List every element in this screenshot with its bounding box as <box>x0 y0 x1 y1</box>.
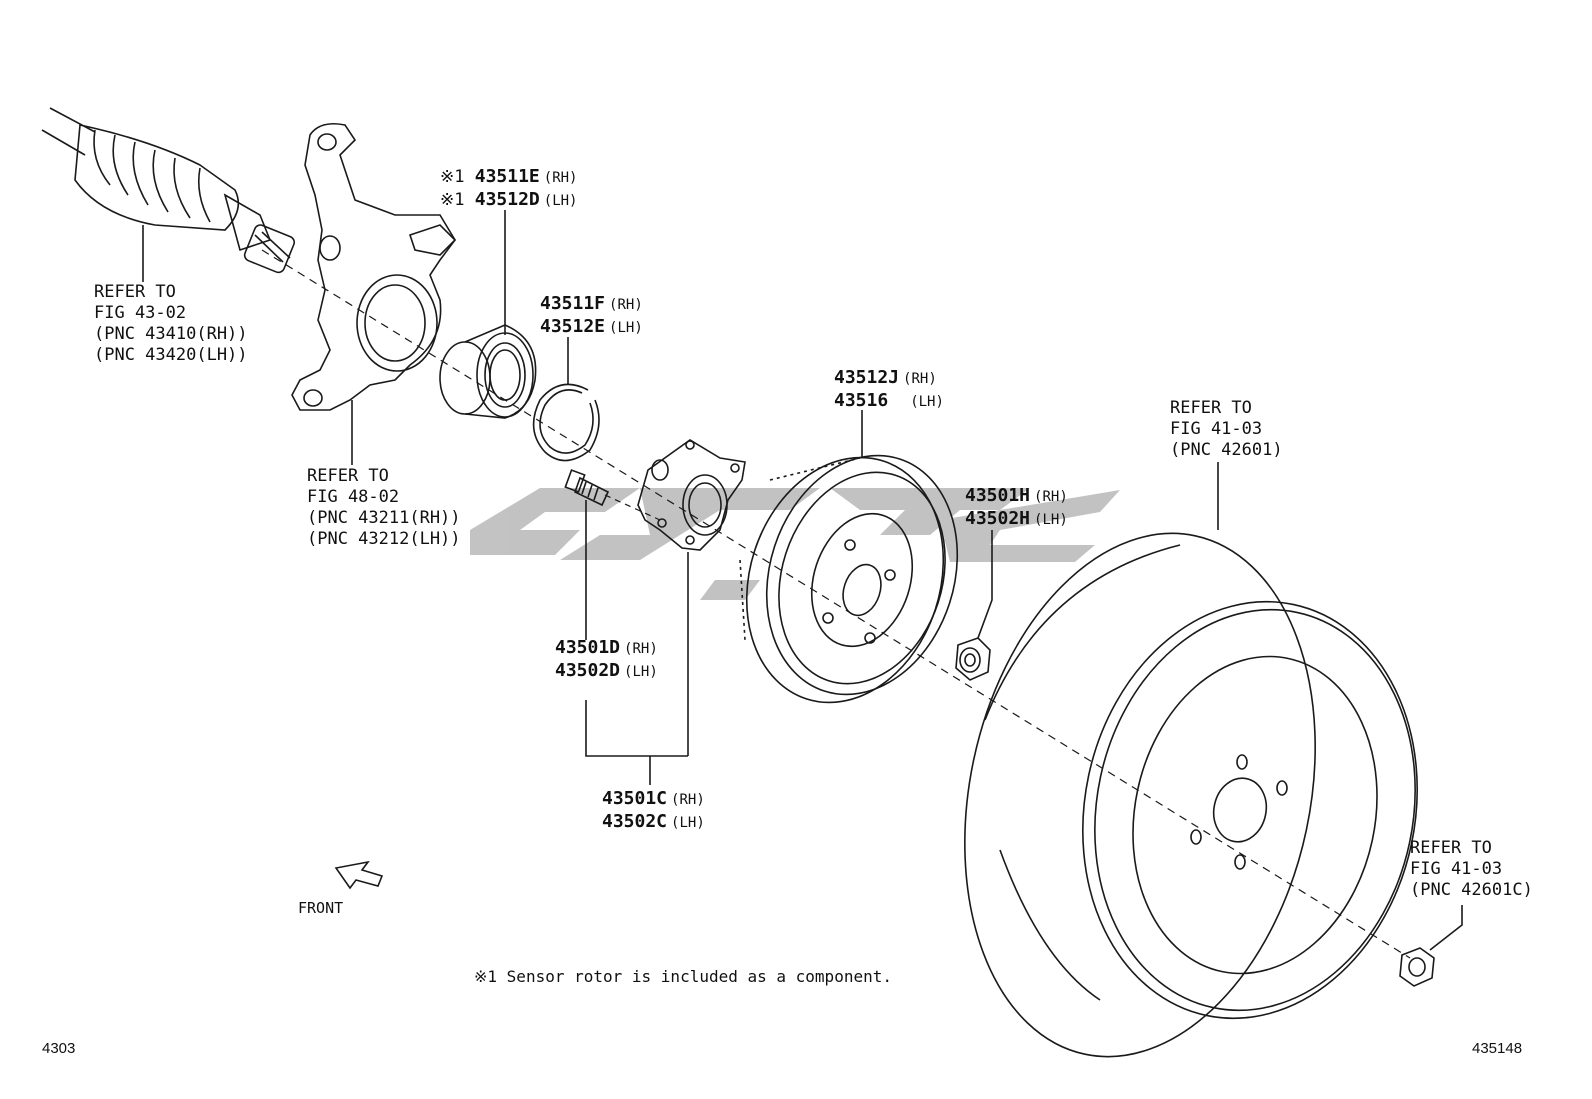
label-bearing: ※1 43511E(RH) ※1 43512D(LH) <box>440 166 577 212</box>
brake-disc <box>739 454 959 704</box>
wheel-ref-line2: FIG 41-03 <box>1170 419 1263 439</box>
shaft-ref-line3: (PNC 43410(RH)) <box>94 324 248 344</box>
front-label: FRONT <box>298 899 344 917</box>
front-arrow-icon <box>334 860 384 890</box>
wheelnut-ref-line3: (PNC 42601C) <box>1410 880 1533 900</box>
leader-wheelnut <box>1429 905 1463 951</box>
hub-bolt <box>564 469 610 507</box>
snapring-rh-side: (RH) <box>609 297 643 313</box>
bolt-rh-pn: 43501D <box>555 637 621 658</box>
disc-lh-side: (LH) <box>910 394 944 410</box>
label-hub: 43501C(RH) 43502C(LH) <box>602 788 705 834</box>
bearing-mark: ※1 <box>440 167 465 187</box>
bearing-lh-pn: 43512D <box>474 189 540 210</box>
disc-rh-pn: 43512J <box>834 367 900 388</box>
bolt-rh-side: (RH) <box>624 641 658 657</box>
shaft-ref-line4: (PNC 43420(LH)) <box>94 345 248 365</box>
drive-shaft <box>41 107 296 274</box>
disc-rh-side: (RH) <box>903 371 937 387</box>
label-shaft-ref: REFER TO FIG 43-02 (PNC 43410(RH)) (PNC … <box>94 282 248 366</box>
label-wheel-ref: REFER TO FIG 41-03 (PNC 42601) <box>1170 398 1283 461</box>
label-disc: 43512J(RH) 43516 (LH) <box>834 367 944 413</box>
knuckle-ref-line2: FIG 48-02 <box>307 487 400 507</box>
hub-rh-side: (RH) <box>671 792 705 808</box>
corner-left-code: 4303 <box>42 1040 76 1057</box>
label-snapring: 43511F(RH) 43512E(LH) <box>540 293 643 339</box>
axle-hub <box>637 439 746 551</box>
snapring-rh-pn: 43511F <box>540 293 606 314</box>
wheelnut-ref-line2: FIG 41-03 <box>1410 859 1503 879</box>
bearing-mark-2: ※1 <box>440 190 465 210</box>
label-nut: 43501H(RH) 43502H(LH) <box>965 485 1068 531</box>
lug-nut <box>955 637 991 681</box>
knuckle-ref-line1: REFER TO <box>307 466 389 486</box>
bolt-lh-pn: 43502D <box>555 660 621 681</box>
hub-rh-pn: 43501C <box>602 788 668 809</box>
hub-lh-pn: 43502C <box>602 811 668 832</box>
shaft-ref-line2: FIG 43-02 <box>94 303 187 323</box>
nut-rh-pn: 43501H <box>965 485 1031 506</box>
leader-nut <box>977 530 993 639</box>
assembly-axis <box>261 249 1411 959</box>
wheel-ref-line3: (PNC 42601) <box>1170 440 1283 460</box>
label-knuckle-ref: REFER TO FIG 48-02 (PNC 43211(RH)) (PNC … <box>307 466 461 550</box>
wheel <box>964 532 1418 1058</box>
wheel-ref-line1: REFER TO <box>1170 398 1252 418</box>
shaft-ref-line1: REFER TO <box>94 282 176 302</box>
hub-lh-side: (LH) <box>671 815 705 831</box>
bracket-hub <box>585 700 688 757</box>
snapring-lh-side: (LH) <box>609 320 643 336</box>
snap-ring <box>532 383 600 462</box>
footnote: ※1 Sensor rotor is included as a compone… <box>474 967 892 986</box>
nut-lh-pn: 43502H <box>965 508 1031 529</box>
knuckle-ref-line4: (PNC 43212(LH)) <box>307 529 461 549</box>
corner-right-code: 435148 <box>1472 1040 1523 1057</box>
wheel-nut <box>1399 947 1435 987</box>
nut-lh-side: (LH) <box>1034 512 1068 528</box>
label-wheelnut-ref: REFER TO FIG 41-03 (PNC 42601C) <box>1410 838 1533 901</box>
hub-bearing <box>439 324 537 419</box>
bearing-rh-side: (RH) <box>543 170 578 186</box>
nut-rh-side: (RH) <box>1034 489 1068 505</box>
watermark-logo <box>470 488 1120 600</box>
knuckle-ref-line3: (PNC 43211(RH)) <box>307 508 461 528</box>
label-bolt: 43501D(RH) 43502D(LH) <box>555 637 658 683</box>
bolt-lh-side: (LH) <box>624 664 658 680</box>
bearing-lh-side: (LH) <box>543 193 578 209</box>
steering-knuckle <box>291 122 457 411</box>
bearing-rh-pn: 43511E <box>474 166 540 187</box>
wheelnut-ref-line1: REFER TO <box>1410 838 1492 858</box>
disc-lh-pn: 43516 <box>834 390 889 411</box>
snapring-lh-pn: 43512E <box>540 316 606 337</box>
